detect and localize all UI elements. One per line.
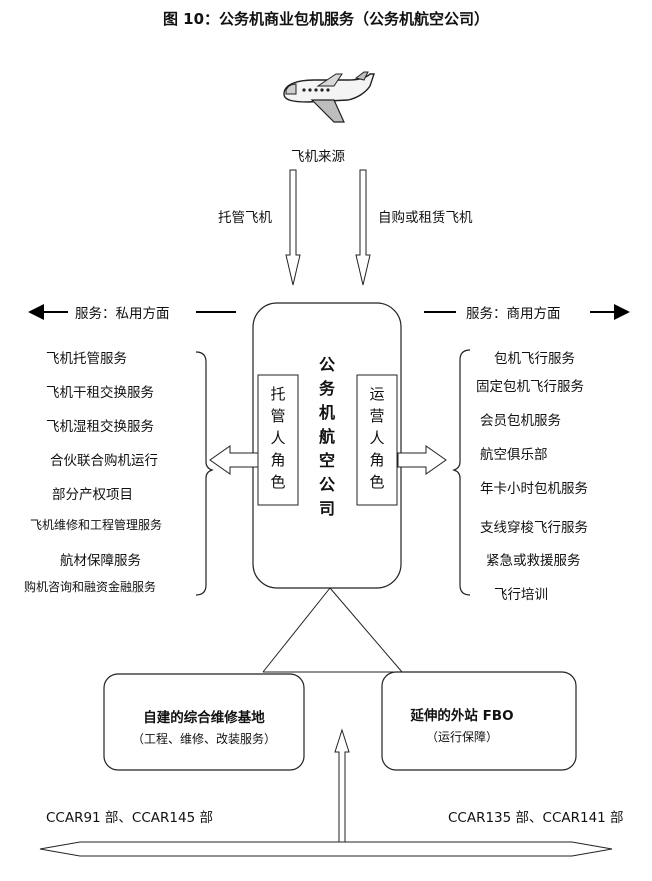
commercial-service-item: 飞行培训 [494, 587, 548, 603]
fbo-title: 延伸的外站 FBO [410, 708, 514, 724]
arrow-up-regulation [334, 728, 350, 847]
link-right-base [329, 587, 403, 673]
maintenance-base-title: 自建的综合维修基地 [143, 710, 265, 726]
regulations-left: CCAR91 部、CCAR145 部 [46, 810, 213, 826]
private-service-item: 飞机干租交换服务 [46, 385, 154, 401]
arrow-managed [285, 169, 301, 286]
company-box [252, 302, 402, 589]
arrow-to-private [209, 445, 259, 475]
private-service-item: 飞机维修和工程管理服务 [30, 518, 163, 532]
link-left-base [262, 587, 331, 673]
private-service-item: 飞机湿租交换服务 [46, 419, 154, 435]
custodian-role-label: 托管人角色 [270, 385, 286, 491]
airplane-icon [283, 71, 375, 123]
maintenance-base-subtitle: （工程、维修、改装服务） [131, 732, 276, 746]
private-service-item: 飞机托管服务 [46, 351, 127, 367]
private-service-item: 购机咨询和融资金融服务 [24, 580, 157, 594]
private-header: 服务：私用方面 [75, 306, 170, 322]
commercial-service-item: 紧急或救援服务 [486, 553, 581, 569]
source-label: 飞机来源 [291, 149, 345, 165]
private-service-item: 部分产权项目 [52, 487, 133, 503]
company-name: 公务机航空公司 [318, 355, 335, 518]
regulation-double-arrow [39, 841, 613, 857]
arrow-owned-leased [355, 169, 371, 286]
custodian-role-box [257, 374, 299, 506]
fbo-subtitle: （运行保障） [425, 730, 498, 744]
commercial-service-item: 航空俱乐部 [480, 447, 548, 463]
maintenance-base-box [103, 673, 305, 771]
commercial-header: 服务：商用方面 [466, 306, 561, 322]
commercial-service-item: 年卡小时包机服务 [480, 481, 588, 497]
commercial-service-item: 包机飞行服务 [494, 351, 575, 367]
operator-role-label: 运营人角色 [369, 385, 385, 491]
right-brace [452, 349, 471, 596]
commercial-service-item: 固定包机飞行服务 [476, 379, 584, 395]
page-title: 图 10：公务机商业包机服务（公务机航空公司） [162, 10, 490, 28]
commercial-service-item: 会员包机服务 [480, 413, 561, 429]
regulations-right: CCAR135 部、CCAR141 部 [448, 810, 624, 826]
private-service-item: 合伙联合购机运行 [50, 453, 158, 469]
owned-arrow-label: 自购或租赁飞机 [378, 210, 473, 226]
commercial-service-item: 支线穿梭飞行服务 [480, 520, 588, 536]
arrow-to-commercial [397, 445, 447, 475]
left-brace [195, 351, 214, 596]
operator-role-box [356, 374, 398, 506]
managed-arrow-label: 托管飞机 [218, 210, 272, 226]
private-service-item: 航材保障服务 [60, 553, 141, 569]
fbo-box [381, 671, 577, 771]
